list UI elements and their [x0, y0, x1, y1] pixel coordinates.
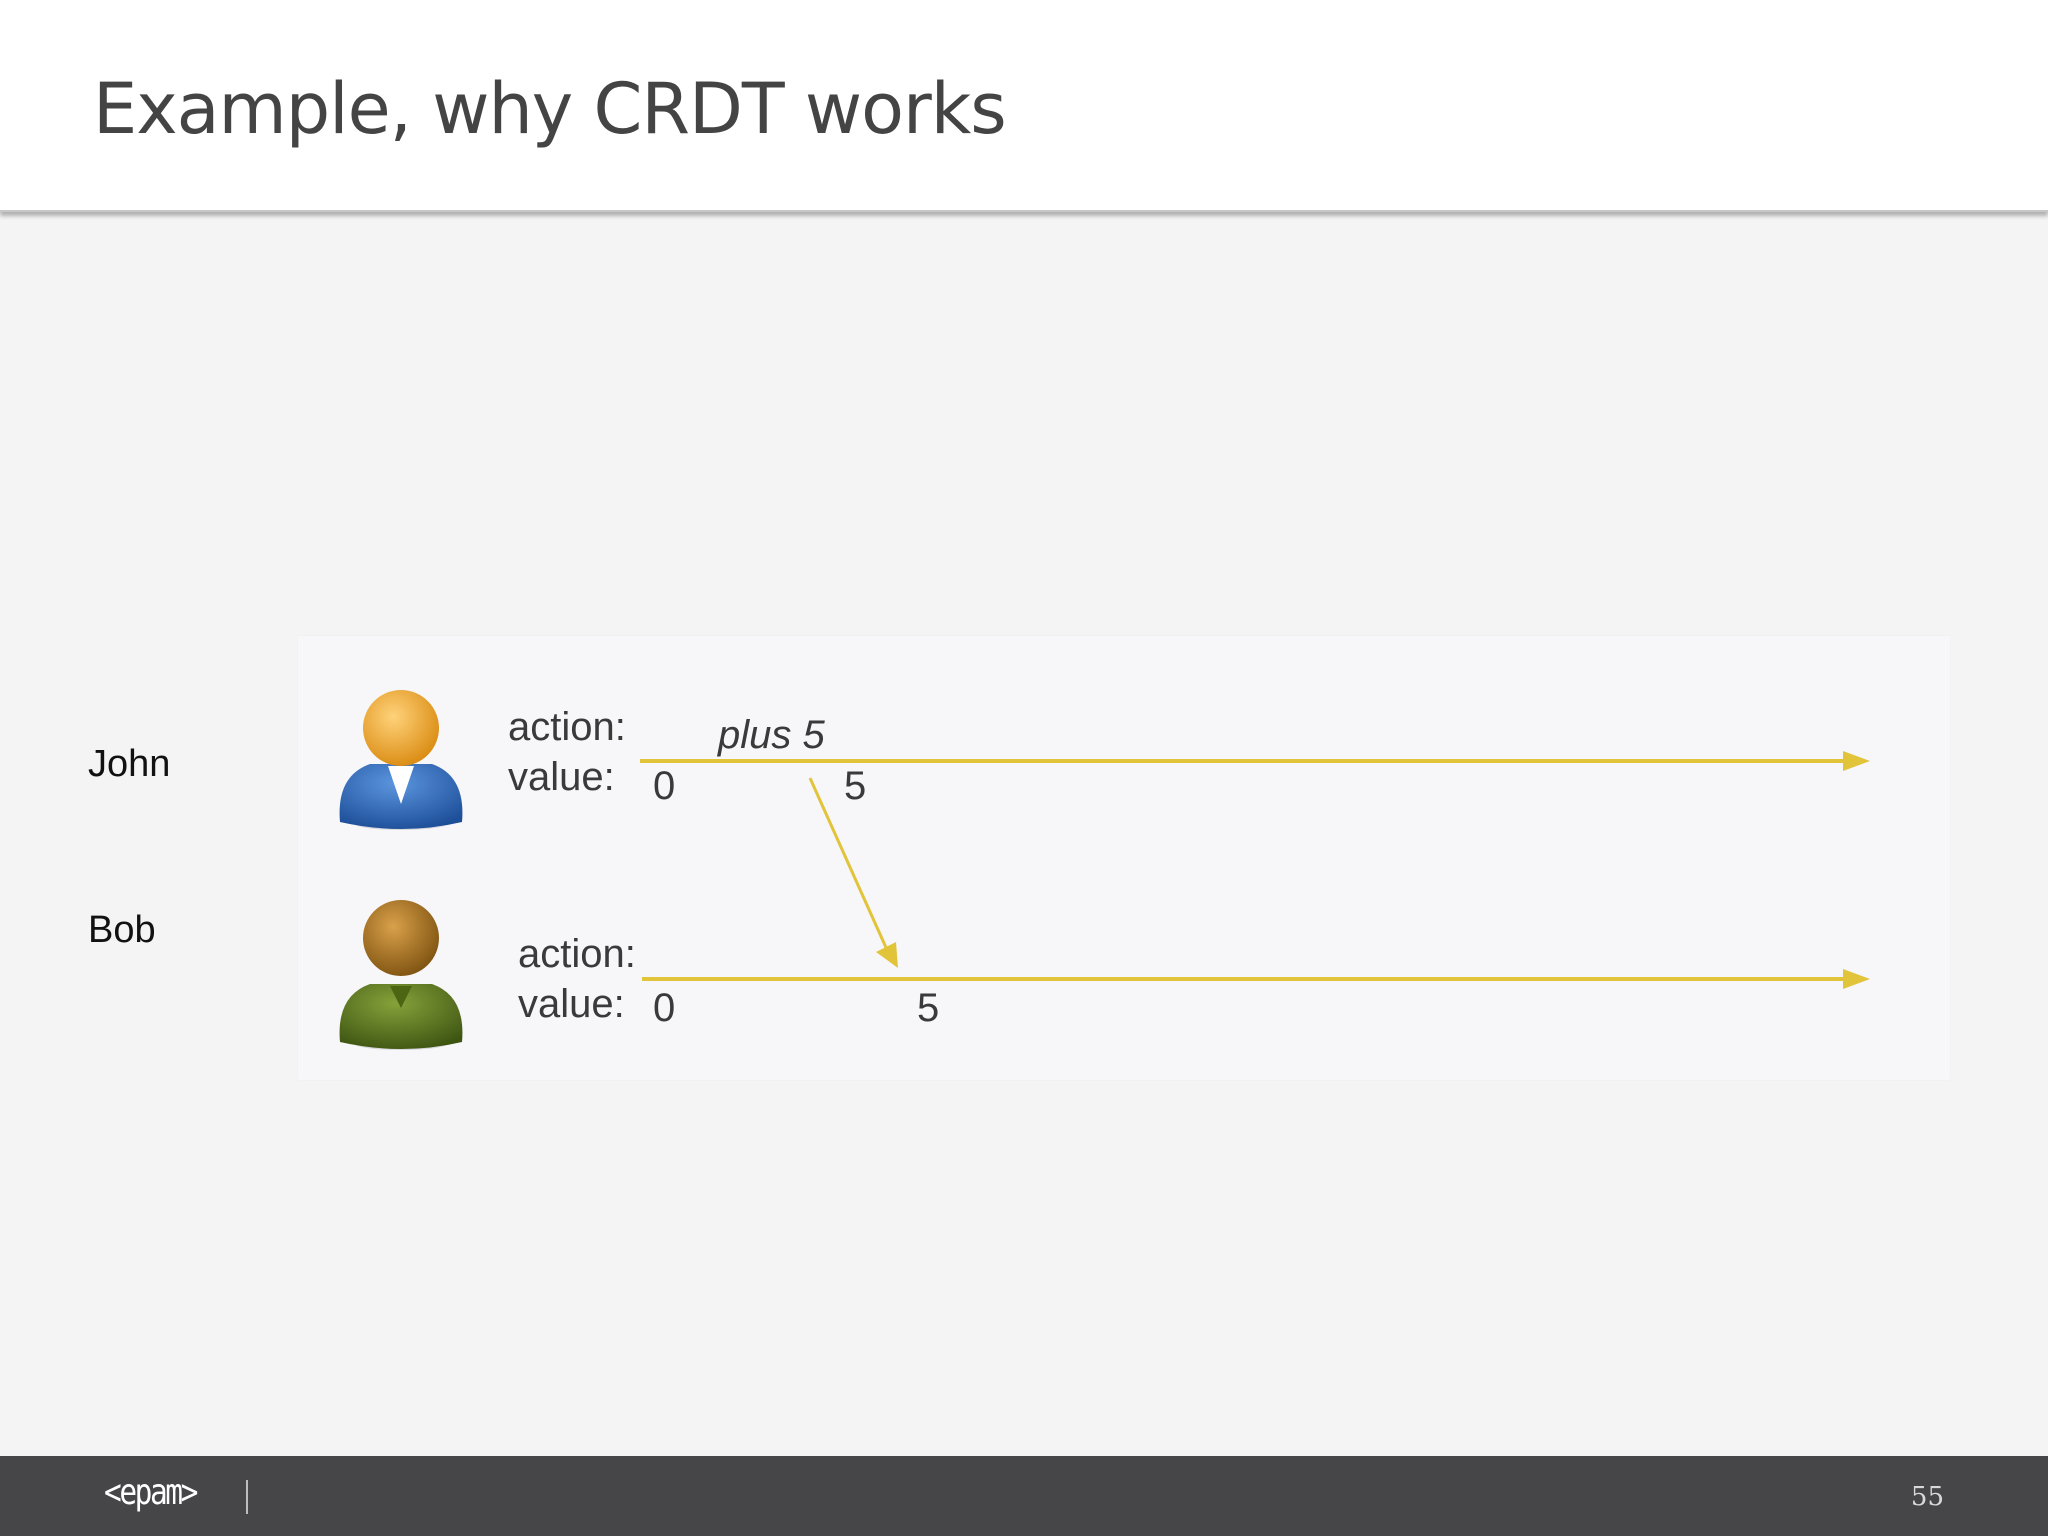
john-timeline-arrowhead	[1843, 751, 1870, 771]
bob-label: Bob	[88, 909, 156, 951]
john-operation: plus 5	[717, 713, 825, 757]
bob-action-label: action:	[518, 932, 636, 976]
slide-footer: <epam> 55	[0, 1456, 2048, 1536]
john-value-initial: 0	[653, 764, 675, 808]
bob-value-label: value:	[518, 982, 625, 1026]
slide-title: Example, why CRDT works	[93, 68, 1007, 150]
epam-logo: <epam>	[104, 1472, 198, 1513]
page-number: 55	[1910, 1482, 1944, 1512]
bob-avatar-icon	[339, 900, 463, 1050]
sync-arrowhead	[876, 942, 898, 968]
slide-header: Example, why CRDT works	[0, 0, 2048, 212]
bob-value-initial: 0	[653, 986, 675, 1030]
john-label: John	[88, 743, 171, 785]
bob-timeline-arrowhead	[1843, 969, 1870, 989]
john-avatar-icon	[339, 690, 463, 830]
crdt-diagram: action: value: plus 5 0 5 action: value:…	[298, 636, 1950, 1080]
bob-value-final: 5	[917, 986, 939, 1030]
sync-arrow	[808, 777, 890, 953]
john-value-label: value:	[508, 755, 615, 799]
logo-divider	[246, 1480, 248, 1514]
john-action-label: action:	[508, 705, 626, 749]
john-value-final: 5	[844, 764, 866, 808]
